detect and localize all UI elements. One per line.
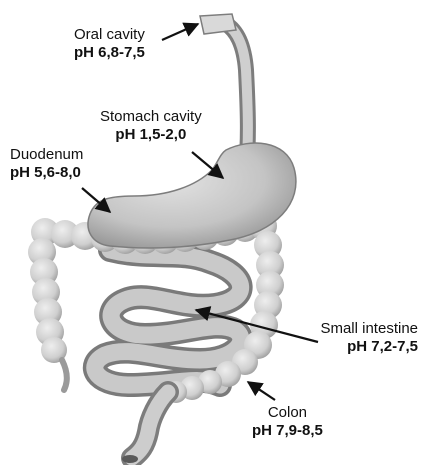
colon-ph: pH 7,9-8,5: [252, 422, 323, 440]
stomach-cavity-ph: pH 1,5-2,0: [100, 126, 202, 144]
small-intestine-name: Small intestine: [320, 320, 418, 338]
colon-name: Colon: [252, 404, 323, 422]
oral-cavity-arrow: [162, 24, 198, 40]
small-intestine-label: Small intestine pH 7,2-7,5: [320, 320, 418, 357]
small-intestine-ph: pH 7,2-7,5: [320, 338, 418, 356]
duodenum-ph: pH 5,6-8,0: [10, 164, 83, 182]
ascending-colon: [28, 238, 67, 390]
colon-arrow: [248, 382, 275, 400]
stomach-cavity-label: Stomach cavity pH 1,5-2,0: [100, 108, 202, 145]
oral-cavity-label: Oral cavity pH 6,8-7,5: [74, 26, 145, 63]
colon-label: Colon pH 7,9-8,5: [252, 404, 323, 441]
oral-cavity-ph: pH 6,8-7,5: [74, 44, 145, 62]
rectum: [122, 392, 168, 463]
oral-cavity-name: Oral cavity: [74, 26, 145, 44]
duodenum-label: Duodenum pH 5,6-8,0: [10, 146, 83, 183]
stomach-cavity-name: Stomach cavity: [100, 108, 202, 126]
duodenum-name: Duodenum: [10, 146, 83, 164]
